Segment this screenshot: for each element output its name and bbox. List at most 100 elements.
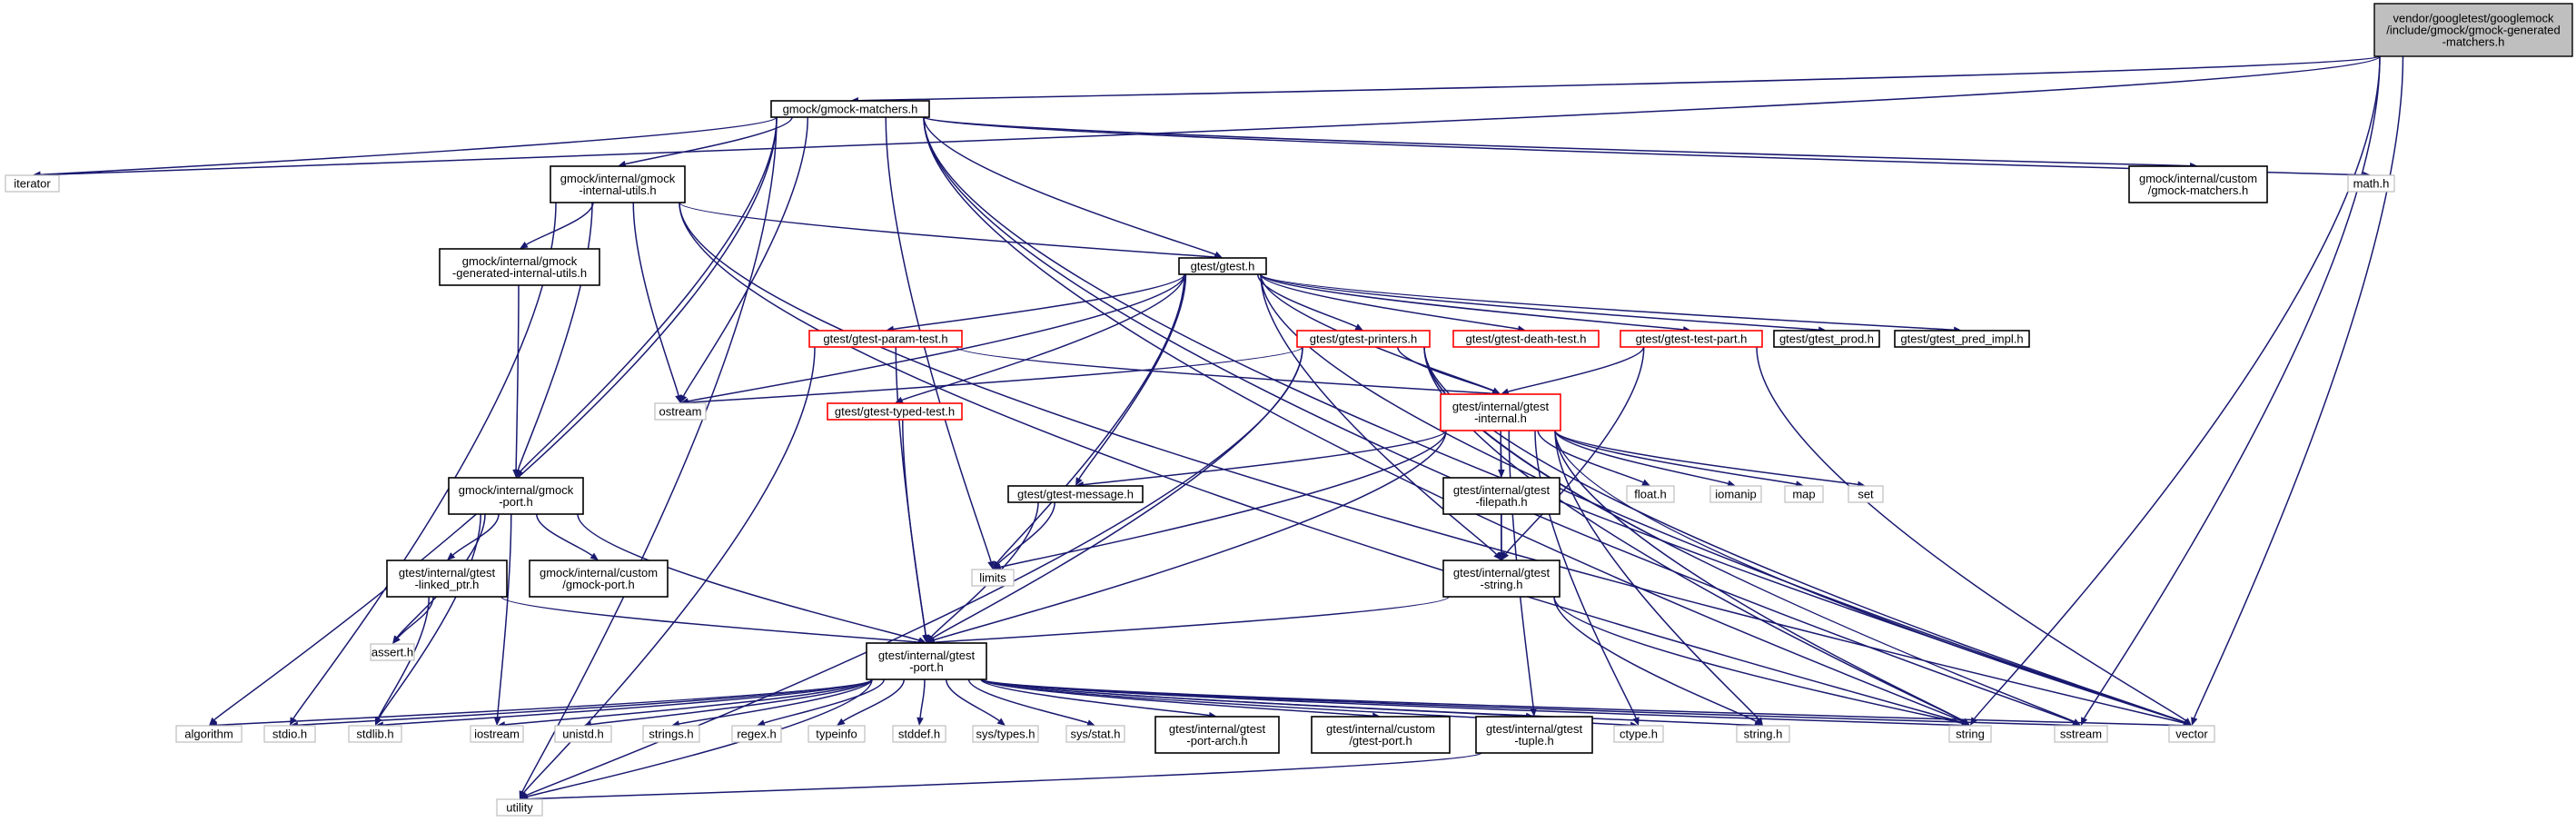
node-gtest-h[interactable]: gtest/gtest.h	[1178, 257, 1267, 275]
edge-gtest_internal-to-iomanip	[1554, 430, 1729, 485]
svg-text:-internal.h: -internal.h	[1474, 411, 1527, 425]
node-custom-gmock-matchers-h[interactable]: gmock/internal/custom/gmock-matchers.h	[2128, 165, 2268, 203]
node-gtest-typed-test-h[interactable]: gtest/gtest-typed-test.h	[827, 402, 963, 421]
node-gtest-printers-h[interactable]: gtest/gtest-printers.h	[1296, 330, 1431, 348]
edge-gtest_port-to-string_h	[980, 678, 1756, 727]
edge-gtest_port-to-strings	[679, 678, 873, 725]
svg-text:unistd.h: unistd.h	[562, 728, 604, 741]
node-string: string	[1948, 725, 1992, 743]
node-gtest-pred-impl-h[interactable]: gtest/gtest_pred_impl.h	[1894, 330, 2030, 348]
svg-text:ctype.h: ctype.h	[1620, 728, 1658, 741]
node-gmock-port-h[interactable]: gmock/internal/gmock-port.h	[448, 477, 584, 515]
edge-gtest_port-to-algorithm	[216, 678, 873, 727]
edge-param_test-to-gtest_internal	[956, 346, 1493, 394]
svg-text:sys/stat.h: sys/stat.h	[1071, 728, 1121, 741]
arrowhead	[2081, 717, 2088, 726]
edge-gmock_port-to-gtest_port	[577, 513, 919, 641]
node-stdlib-h: stdlib.h	[348, 725, 402, 743]
arrowhead	[680, 394, 688, 403]
edge-param_test-to-gtest_port	[895, 346, 926, 636]
edge-gmock_port-to-iostream	[496, 513, 512, 718]
svg-text:utility: utility	[506, 801, 533, 815]
arrowhead	[987, 560, 995, 570]
node-strings-h: strings.h	[642, 725, 700, 743]
node-gtest-filepath-h[interactable]: gtest/internal/gtest-filepath.h	[1442, 477, 1560, 515]
node-gtest-port-h[interactable]: gtest/internal/gtest-port.h	[866, 642, 987, 680]
node-sys-types-h: sys/types.h	[972, 725, 1039, 743]
node-algorithm: algorithm	[175, 725, 243, 743]
svg-text:-internal-utils.h: -internal-utils.h	[579, 183, 656, 197]
node-gtest-linked-ptr-h[interactable]: gtest/internal/gtest-linked_ptr.h	[386, 560, 508, 598]
edge-gtest_port-to-regex	[764, 678, 885, 724]
svg-text:gtest/gtest_prod.h: gtest/gtest_prod.h	[1779, 332, 1874, 346]
arrowhead	[1501, 388, 1510, 395]
svg-text:gtest/internal/gtest: gtest/internal/gtest	[1452, 400, 1550, 413]
edge-gtest_internal-to-message	[1083, 430, 1447, 486]
svg-text:gtest/gtest-test-part.h: gtest/gtest-test-part.h	[1636, 332, 1748, 346]
node-utility: utility	[496, 798, 543, 817]
edge-root-to-gmock_matchers	[857, 55, 2381, 102]
arrowhead	[1354, 323, 1363, 331]
edge-gtest_string-to-gtest_port	[934, 596, 1450, 643]
arrowhead	[2191, 717, 2198, 726]
node-gtest-prod-h[interactable]: gtest/gtest_prod.h	[1773, 330, 1880, 348]
edge-gtest_internal-to-map	[1554, 430, 1797, 485]
node-ostream: ostream	[654, 402, 707, 421]
svg-text:math.h: math.h	[2353, 177, 2390, 191]
svg-text:stdio.h: stdio.h	[272, 728, 307, 741]
edge-gtest_internal-to-ctype	[1534, 430, 1637, 718]
node-gtest-tuple-h[interactable]: gtest/internal/gtest-tuple.h	[1475, 716, 1593, 754]
svg-text:-matchers.h: -matchers.h	[2442, 35, 2505, 49]
arrowhead	[926, 634, 935, 643]
edge-gtest-to-death_test	[1260, 273, 1519, 330]
svg-text:gtest/internal/gtest: gtest/internal/gtest	[878, 649, 976, 662]
edge-gmock_matchers-to-ostream	[682, 116, 808, 397]
edge-gmock_port-to-custom_port	[536, 513, 593, 557]
node-gtest-port-arch-h[interactable]: gtest/internal/gtest-port-arch.h	[1154, 716, 1280, 754]
svg-text:limits: limits	[979, 571, 1006, 585]
svg-text:gmock/internal/custom: gmock/internal/custom	[540, 566, 658, 579]
edge-gtest_port-to-utility	[527, 678, 873, 797]
node-gmock-generated-internal-utils-h[interactable]: gmock/internal/gmock-generated-internal-…	[439, 248, 600, 286]
node-custom-gmock-port-h[interactable]: gmock/internal/custom/gmock-port.h	[529, 560, 669, 598]
edge-test_part-to-gtest_internal	[1508, 346, 1645, 392]
svg-text:gtest/gtest_pred_impl.h: gtest/gtest_pred_impl.h	[1900, 332, 2023, 346]
edge-gtest-to-gtest_string	[1260, 273, 1497, 555]
arrowhead	[675, 394, 682, 403]
svg-text:typeinfo: typeinfo	[816, 728, 857, 741]
edge-gtest_port-to-vector	[980, 678, 2185, 727]
node-iterator: iterator	[5, 174, 60, 193]
arrowhead	[757, 719, 766, 727]
node-gtest-death-test-h[interactable]: gtest/gtest-death-test.h	[1452, 330, 1600, 348]
node-gtest-test-part-h[interactable]: gtest/gtest-test-part.h	[1620, 330, 1763, 348]
node-gtest-internal-h[interactable]: gtest/internal/gtest-internal.h	[1440, 393, 1561, 431]
svg-text:sstream: sstream	[2060, 728, 2102, 741]
svg-text:stdlib.h: stdlib.h	[356, 728, 393, 741]
edge-gtest_internal-to-string	[1554, 430, 1965, 722]
edge-linked_ptr-to-assert	[397, 596, 434, 639]
node-map: map	[1784, 485, 1824, 503]
node-limits: limits	[971, 569, 1015, 587]
node-custom-gtest-port-h[interactable]: gtest/internal/custom/gtest-port.h	[1311, 716, 1451, 754]
node-gtest-param-test-h[interactable]: gtest/gtest-param-test.h	[808, 330, 963, 348]
node-unistd-h: unistd.h	[554, 725, 612, 743]
edge-gmock_port-to-linked_ptr	[452, 513, 500, 556]
svg-text:iterator: iterator	[14, 177, 51, 191]
svg-text:-string.h: -string.h	[1481, 578, 1523, 591]
edge-typed_test-to-gtest_port	[902, 419, 926, 636]
arrowhead	[447, 552, 456, 560]
edge-gmock_matchers-to-iterator	[40, 116, 778, 176]
node-gmock-matchers-h[interactable]: gmock/gmock-matchers.h	[770, 100, 930, 118]
svg-text:iostream: iostream	[474, 728, 520, 741]
edge-gtest_internal-to-gtest_port	[934, 430, 1447, 641]
edge-gtest-to-limits	[996, 273, 1185, 563]
edge-gtest_internal-to-tuple	[1508, 430, 1534, 709]
node-string-h: string.h	[1736, 725, 1790, 743]
edge-printers-to-ostream	[688, 346, 1303, 403]
node-gmock-internal-utils-h[interactable]: gmock/internal/gmock-internal-utils.h	[550, 165, 686, 203]
node-gtest-string-h[interactable]: gtest/internal/gtest-string.h	[1442, 560, 1560, 598]
edge-gmock_port-to-stdlib	[378, 513, 481, 719]
node-gtest-message-h[interactable]: gtest/gtest-message.h	[1007, 485, 1144, 503]
edge-test_part-to-vector	[1756, 346, 2186, 721]
node-sstream: sstream	[2054, 725, 2108, 743]
